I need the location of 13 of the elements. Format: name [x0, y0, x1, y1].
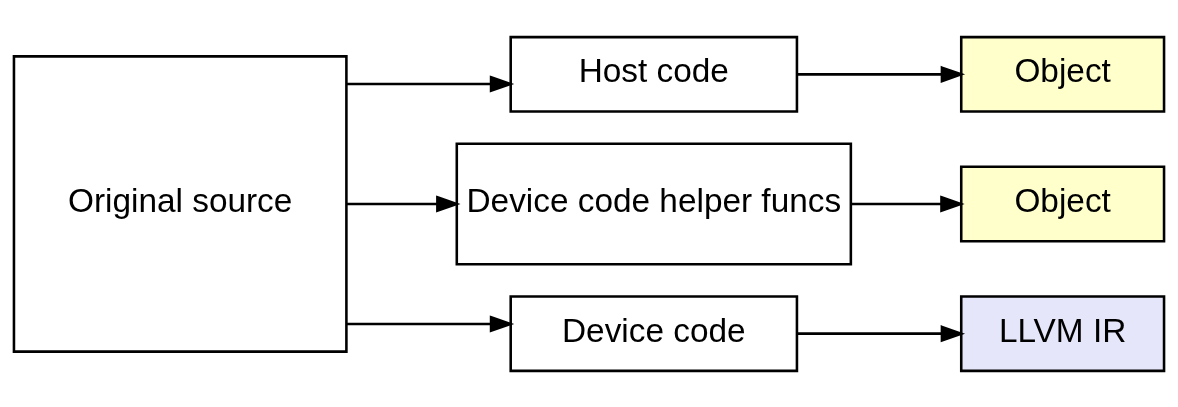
- arrow: [346, 194, 461, 213]
- arrow: [346, 74, 515, 93]
- arrow: [797, 324, 966, 342]
- node-box: Object: [959, 165, 1166, 242]
- node-box: Device code: [509, 294, 799, 372]
- node-box: Original source: [12, 54, 348, 353]
- node-box: Device code helper funcs: [455, 141, 853, 266]
- node-box: Host code: [509, 35, 799, 113]
- arrow: [346, 314, 515, 333]
- arrow: [851, 194, 965, 213]
- node-box: LLVM IR: [959, 294, 1166, 372]
- node-box: Object: [959, 35, 1166, 113]
- arrow: [797, 65, 966, 83]
